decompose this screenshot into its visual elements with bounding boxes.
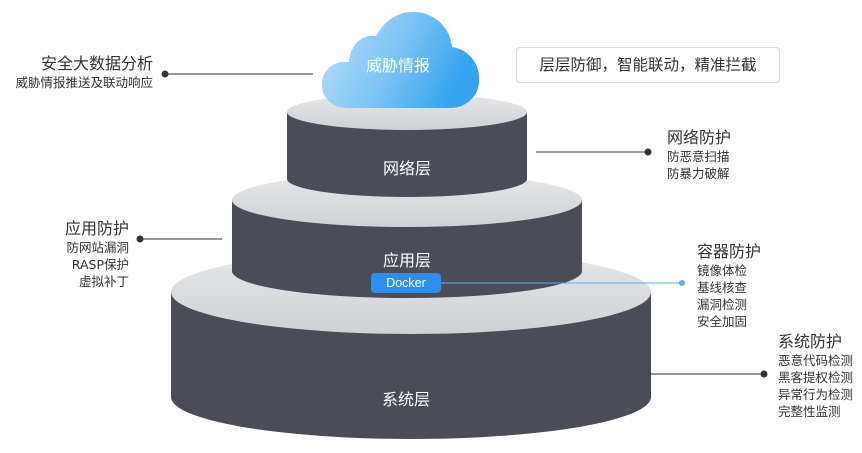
dot-system-protection	[760, 370, 768, 378]
annotation-title: 系统防护	[778, 332, 843, 351]
annotation-item: 防网站漏洞	[66, 240, 129, 255]
annotation-system-protection: 系统防护 恶意代码检测 黑客提权检测 异常行为检测 完整性监测	[778, 328, 853, 420]
annotation-item: 异常行为检测	[778, 387, 854, 402]
annotation-item: 安全加固	[697, 314, 748, 329]
annotation-container-protection: 容器防护 镜像体检 基线核查 漏洞检测 安全加固	[697, 238, 761, 330]
annotation-title: 安全大数据分析	[40, 54, 153, 73]
annotation-item: 基线核查	[697, 280, 748, 295]
cloud-label: 威胁情报	[366, 56, 431, 75]
annotation-item: 防恶意扫描	[667, 149, 730, 164]
annotation-network-protection: 网络防护 防恶意扫描 防暴力破解	[667, 124, 731, 182]
annotation-app-protection: 应用防护 防网站漏洞 RASP保护 虚拟补丁	[65, 215, 129, 290]
network-layer-label: 网络层	[382, 159, 431, 178]
annotation-item: 恶意代码检测	[778, 353, 854, 368]
docker-badge: Docker	[371, 273, 441, 293]
annotation-security-analysis: 安全大数据分析 威胁情报推送及联动响应	[15, 50, 153, 91]
annotation-title: 网络防护	[667, 128, 732, 147]
dot-security-analysis	[161, 70, 169, 78]
annotation-title: 容器防护	[697, 242, 762, 261]
system-layer-label: 系统层	[381, 390, 430, 409]
annotation-item: 漏洞检测	[697, 297, 748, 312]
annotation-item: 虚拟补丁	[78, 274, 129, 289]
connector-container-protection	[441, 280, 685, 286]
annotation-title: 应用防护	[64, 219, 129, 238]
network-layer-tier	[287, 94, 527, 197]
annotation-item: RASP保护	[71, 257, 129, 272]
dot-app-protection	[136, 235, 144, 243]
annotation-item: 防暴力破解	[667, 166, 730, 181]
annotation-item: 镜像体检	[697, 263, 748, 278]
annotation-item: 黑客提权检测	[778, 370, 854, 385]
application-layer-label: 应用层	[382, 251, 431, 270]
slogan-box: 层层防御，智能联动，精准拦截	[516, 47, 780, 83]
cloud-icon	[321, 12, 480, 108]
dot-network-protection	[644, 148, 652, 156]
connector-lines	[136, 70, 768, 378]
annotation-item: 完整性监测	[778, 404, 841, 419]
annotation-item: 威胁情报推送及联动响应	[15, 75, 153, 90]
